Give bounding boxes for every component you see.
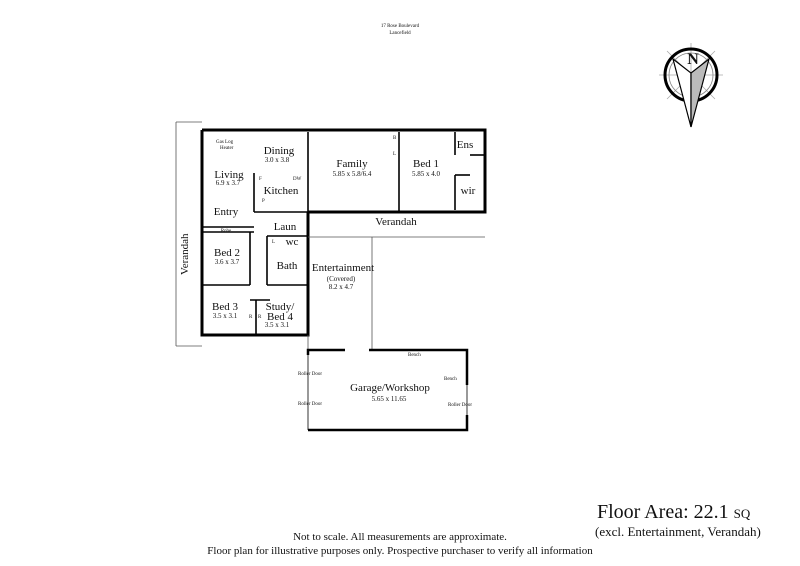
gas-log-label: Gas Log bbox=[216, 140, 234, 145]
dishwasher-label: DW bbox=[293, 177, 302, 182]
room-bed-3: Bed 3 bbox=[212, 301, 238, 313]
room-dining: Dining bbox=[263, 145, 295, 157]
room-study: Study/ bbox=[265, 301, 295, 313]
room-verandah-west: Verandah bbox=[179, 233, 191, 275]
room-garage-dims: 5.65 x 11.65 bbox=[371, 395, 407, 403]
room-kitchen: Kitchen bbox=[263, 185, 299, 197]
verandah-west-outline bbox=[175, 121, 202, 347]
disclaimer-line-2: Floor plan for illustrative purposes onl… bbox=[207, 545, 593, 557]
room-entertainment: Entertainment bbox=[311, 262, 375, 274]
compass-rose-icon bbox=[659, 43, 723, 128]
address-line-2: Lancefield bbox=[389, 31, 411, 36]
room-wir: wir bbox=[460, 185, 476, 197]
room-study-bed-4: Bed 4 bbox=[267, 311, 293, 323]
room-living: Living bbox=[214, 169, 244, 181]
room-wc: wc bbox=[285, 236, 299, 248]
address-line-1: 17 Rose Boulevard bbox=[380, 24, 420, 29]
compass-north-label: N bbox=[687, 51, 699, 68]
robe-r-label-2: R bbox=[258, 315, 262, 320]
room-living-dims: 6.9 x 3.7 bbox=[215, 179, 241, 187]
bench-label-east: Bench bbox=[444, 377, 457, 382]
fridge-label: F bbox=[259, 177, 262, 182]
room-entertainment-dims: 8.2 x 4.7 bbox=[328, 283, 354, 291]
room-family: Family bbox=[336, 158, 368, 170]
room-entry: Entry bbox=[213, 206, 239, 218]
floor-area-exclusions: (excl. Entertainment, Verandah) bbox=[595, 524, 761, 539]
room-bed-2: Bed 2 bbox=[214, 247, 240, 259]
room-ensuite: Ens bbox=[456, 139, 474, 151]
roller-door-label-1: Roller Door bbox=[298, 372, 323, 377]
disclaimer-line-1: Not to scale. All measurements are appro… bbox=[293, 531, 507, 543]
room-bed-1: Bed 1 bbox=[413, 158, 439, 170]
bench-label-north: Bench bbox=[408, 353, 421, 358]
room-study-dims: 3.5 x 3.1 bbox=[264, 321, 290, 329]
garage-walls bbox=[306, 348, 469, 432]
room-bed-1-dims: 5.85 x 4.0 bbox=[412, 170, 440, 178]
verandah-south-outline bbox=[307, 236, 485, 350]
pantry-label: P bbox=[262, 199, 265, 204]
roller-door-label-3: Roller Door bbox=[448, 403, 473, 408]
interior-walls bbox=[202, 132, 485, 335]
roller-door-label-2: Roller Door bbox=[298, 402, 323, 407]
robe-r-label-1: R bbox=[249, 315, 253, 320]
room-bath: Bath bbox=[276, 260, 298, 272]
broom-cupboard-label: B bbox=[393, 136, 397, 141]
floor-area-value: Floor Area: 22.1 bbox=[597, 501, 729, 523]
room-garage: Garage/Workshop bbox=[350, 382, 430, 394]
room-bed-2-dims: 3.6 x 3.7 bbox=[214, 258, 240, 266]
heater-label: Heater bbox=[220, 146, 234, 151]
floor-area-unit: SQ bbox=[733, 506, 751, 521]
room-verandah-south: Verandah bbox=[375, 216, 417, 228]
room-entertainment-note: (Covered) bbox=[326, 275, 356, 283]
room-laundry: Laun bbox=[273, 221, 297, 233]
room-bed-3-dims: 3.5 x 3.1 bbox=[212, 312, 238, 320]
room-family-dims: 5.85 x 5.8/6.4 bbox=[332, 170, 372, 178]
room-dining-dims: 3.0 x 3.8 bbox=[264, 156, 290, 164]
linen-label: L bbox=[272, 240, 276, 245]
linen-cupboard-label: L bbox=[393, 152, 397, 157]
robe-label: Robe bbox=[220, 229, 232, 234]
floor-area-label: Floor Area: 22.1 SQ bbox=[597, 502, 750, 522]
